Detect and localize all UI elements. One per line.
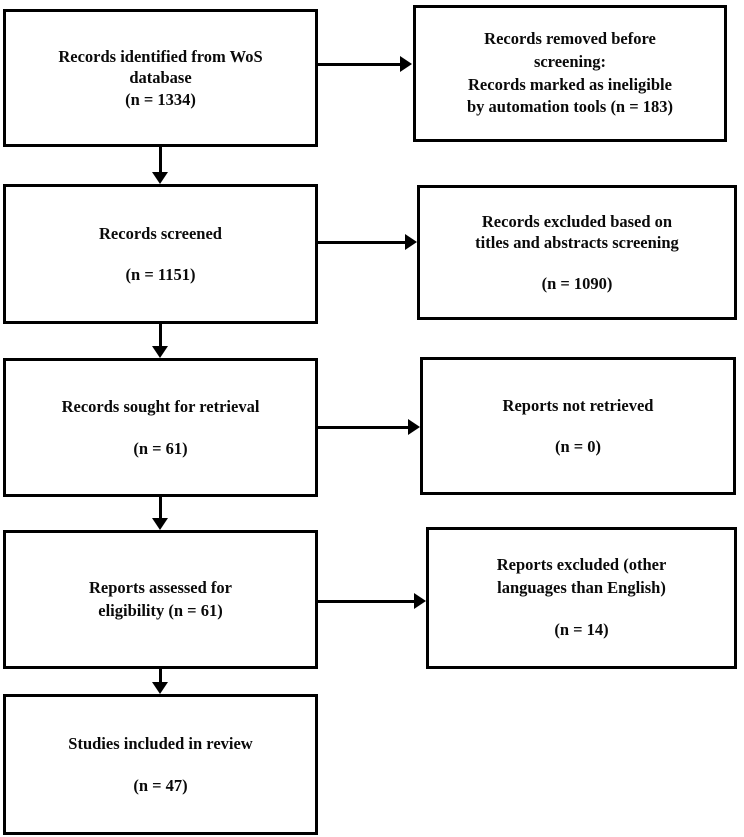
box-records-excluded: Records excluded based on titles and abs… xyxy=(417,185,737,320)
box-records-screened-count: (n = 1151) xyxy=(125,265,196,284)
box-reports-assessed-line-1: Reports assessed for xyxy=(89,577,232,597)
box-records-identified: Records identified from WoS database (n … xyxy=(3,9,318,147)
box-reports-assessed: Reports assessed for eligibility (n = 61… xyxy=(3,530,318,669)
box-reports-not-retrieved-count: (n = 0) xyxy=(554,437,602,456)
box-records-excluded-count: (n = 1090) xyxy=(541,274,613,294)
box-reports-excluded: Reports excluded (other languages than E… xyxy=(426,527,737,669)
box-records-removed-line-3: Records marked as ineligible xyxy=(468,74,672,94)
box-studies-included-line-1: Studies included in review xyxy=(68,734,253,754)
box-records-removed-line-1: Records removed before xyxy=(484,28,656,48)
box-records-excluded-line-1: Records excluded based on xyxy=(481,211,673,231)
box-reports-not-retrieved-line-1: Reports not retrieved xyxy=(502,395,654,415)
box-reports-excluded-line-1: Reports excluded (other xyxy=(496,554,667,574)
box-records-identified-line-2: database xyxy=(129,68,192,88)
box-records-removed: Records removed before screening: Record… xyxy=(413,5,727,142)
box-records-screened: Records screened (n = 1151) xyxy=(3,184,318,324)
box-studies-included-count: (n = 47) xyxy=(133,775,188,795)
box-reports-assessed-line-2: eligibility (n = 61) xyxy=(98,600,223,620)
box-records-excluded-line-2: titles and abstracts screening xyxy=(475,232,679,252)
box-reports-not-retrieved: Reports not retrieved (n = 0) xyxy=(420,357,736,495)
box-records-sought: Records sought for retrieval (n = 61) xyxy=(3,358,318,497)
box-records-sought-line-1: Records sought for retrieval xyxy=(61,397,260,417)
box-records-screened-line-1: Records screened xyxy=(99,223,222,243)
box-records-identified-count: (n = 1334) xyxy=(125,89,196,109)
box-studies-included: Studies included in review (n = 47) xyxy=(3,694,318,835)
box-reports-excluded-line-2: languages than English) xyxy=(497,577,666,597)
box-reports-excluded-count: (n = 14) xyxy=(554,620,609,640)
box-records-removed-line-2: screening: xyxy=(533,51,607,71)
box-records-removed-line-4: by automation tools (n = 183) xyxy=(466,97,674,117)
box-records-sought-count: (n = 61) xyxy=(133,438,188,458)
box-records-identified-line-1: Records identified from WoS xyxy=(58,47,263,67)
